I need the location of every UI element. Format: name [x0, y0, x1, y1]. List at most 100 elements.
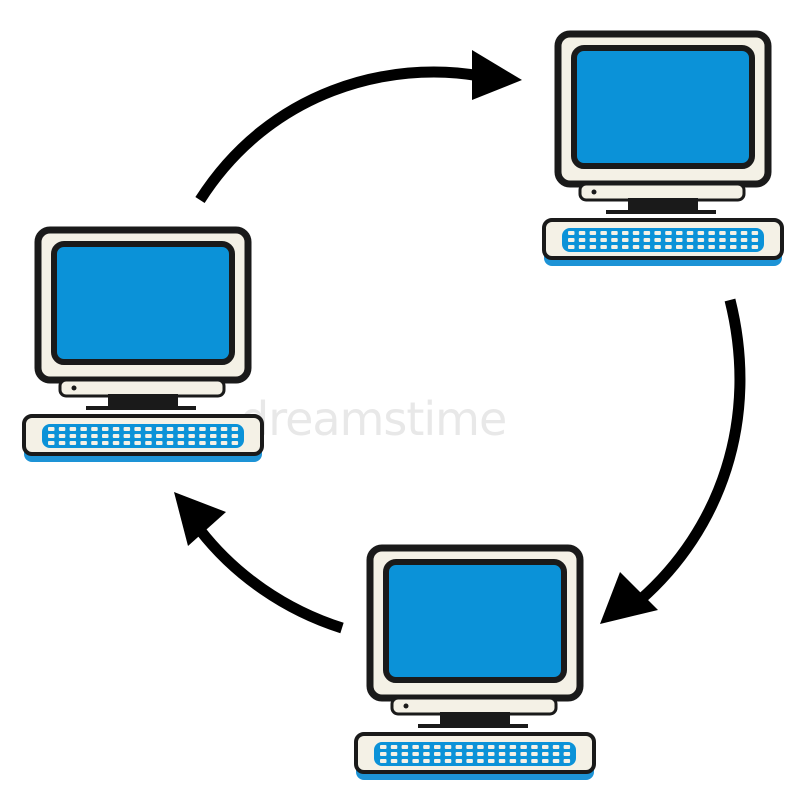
keyboard-key [58, 434, 66, 438]
keyboard-key [611, 238, 618, 242]
keyboard-key [156, 434, 163, 438]
keyboard-key [134, 441, 141, 445]
keyboard-key [611, 231, 618, 235]
keyboard-key [589, 238, 597, 242]
keyboard-key [686, 245, 694, 249]
keyboard-key [177, 427, 185, 431]
keyboard-key [220, 441, 228, 445]
keyboard-key [434, 745, 441, 749]
keyboard-key [199, 434, 206, 438]
keyboard-key [412, 745, 419, 749]
keyboard-key [156, 441, 163, 445]
keyboard-key [145, 427, 152, 431]
keyboard-key [434, 759, 441, 763]
keyboard-key [686, 231, 694, 235]
keyboard-key [380, 752, 387, 756]
keyboard-key [697, 245, 705, 249]
keyboard-key [730, 231, 737, 235]
keyboard-key [622, 245, 629, 249]
keyboard-key [719, 231, 726, 235]
keyboard-key [498, 745, 506, 749]
keyboard-key [509, 745, 517, 749]
keyboard-key [80, 427, 87, 431]
keyboard-key [210, 434, 217, 438]
keyboard-key [589, 231, 597, 235]
keyboard-keys [48, 427, 239, 445]
keyboard-key [145, 434, 152, 438]
keyboard-key [719, 245, 726, 249]
keyboard-key [401, 752, 409, 756]
keyboard-key [477, 752, 484, 756]
keyboard-key [401, 745, 409, 749]
keyboard-key [730, 245, 737, 249]
arrow-left-to-top [195, 50, 522, 203]
keyboard-key [488, 759, 495, 763]
keyboard-key [390, 752, 398, 756]
keyboard-key [444, 745, 452, 749]
keyboard-key [509, 752, 517, 756]
keyboard-key [466, 745, 473, 749]
keyboard-key [563, 745, 571, 749]
keyboard-key [632, 238, 640, 242]
keyboard-key [676, 245, 683, 249]
keyboard-key [188, 441, 195, 445]
keyboard-key [91, 427, 98, 431]
keyboard-key [520, 745, 527, 749]
keyboard-key [509, 759, 517, 763]
keyboard-key [231, 441, 239, 445]
keyboard-key [542, 745, 549, 749]
keyboard-key [643, 231, 651, 235]
keyboard-key [740, 231, 748, 235]
keyboard-key [69, 427, 77, 431]
keyboard-key [102, 441, 109, 445]
keyboard-key [423, 759, 430, 763]
keyboard-key [112, 441, 120, 445]
keyboard-key [188, 427, 195, 431]
keyboard-key [134, 434, 141, 438]
keyboard-key [48, 427, 55, 431]
keyboard-key [563, 759, 571, 763]
keyboard-key [740, 245, 748, 249]
keyboard-keys [568, 231, 759, 249]
keyboard-key [740, 238, 748, 242]
keyboard-key [665, 238, 672, 242]
keyboard-key [477, 745, 484, 749]
keyboard-key [531, 745, 538, 749]
keyboard-key [488, 745, 495, 749]
keyboard-key [166, 441, 174, 445]
keyboard-key [622, 231, 629, 235]
keyboard-key [199, 441, 206, 445]
computer-left [24, 230, 262, 462]
keyboard-key [488, 752, 495, 756]
keyboard-key [751, 238, 759, 242]
keyboard-key [708, 238, 715, 242]
keyboard-key [654, 231, 661, 235]
keyboard-key [199, 427, 206, 431]
watermark-text: dreamstime [240, 392, 507, 446]
keyboard-key [210, 441, 217, 445]
keyboard-key [531, 752, 538, 756]
keyboard-key [751, 245, 759, 249]
keyboard-key [654, 238, 661, 242]
keyboard-key [231, 427, 239, 431]
keyboard-key [112, 434, 120, 438]
keyboard-key [520, 759, 527, 763]
keyboard-key [102, 427, 109, 431]
computer-bottom [356, 548, 594, 780]
keyboard-key [730, 238, 737, 242]
keyboard-key [80, 441, 87, 445]
keyboard-key [622, 238, 629, 242]
keyboard-key [69, 441, 77, 445]
keyboard-key [589, 245, 597, 249]
keyboard-key [552, 759, 560, 763]
keyboard-key [166, 427, 174, 431]
keyboard-key [665, 231, 672, 235]
keyboard-key [188, 434, 195, 438]
keyboard-key [177, 441, 185, 445]
keyboard-key [48, 434, 55, 438]
keyboard-key [412, 752, 419, 756]
keyboard-key [542, 759, 549, 763]
keyboard-key [444, 752, 452, 756]
keyboard-key [444, 759, 452, 763]
